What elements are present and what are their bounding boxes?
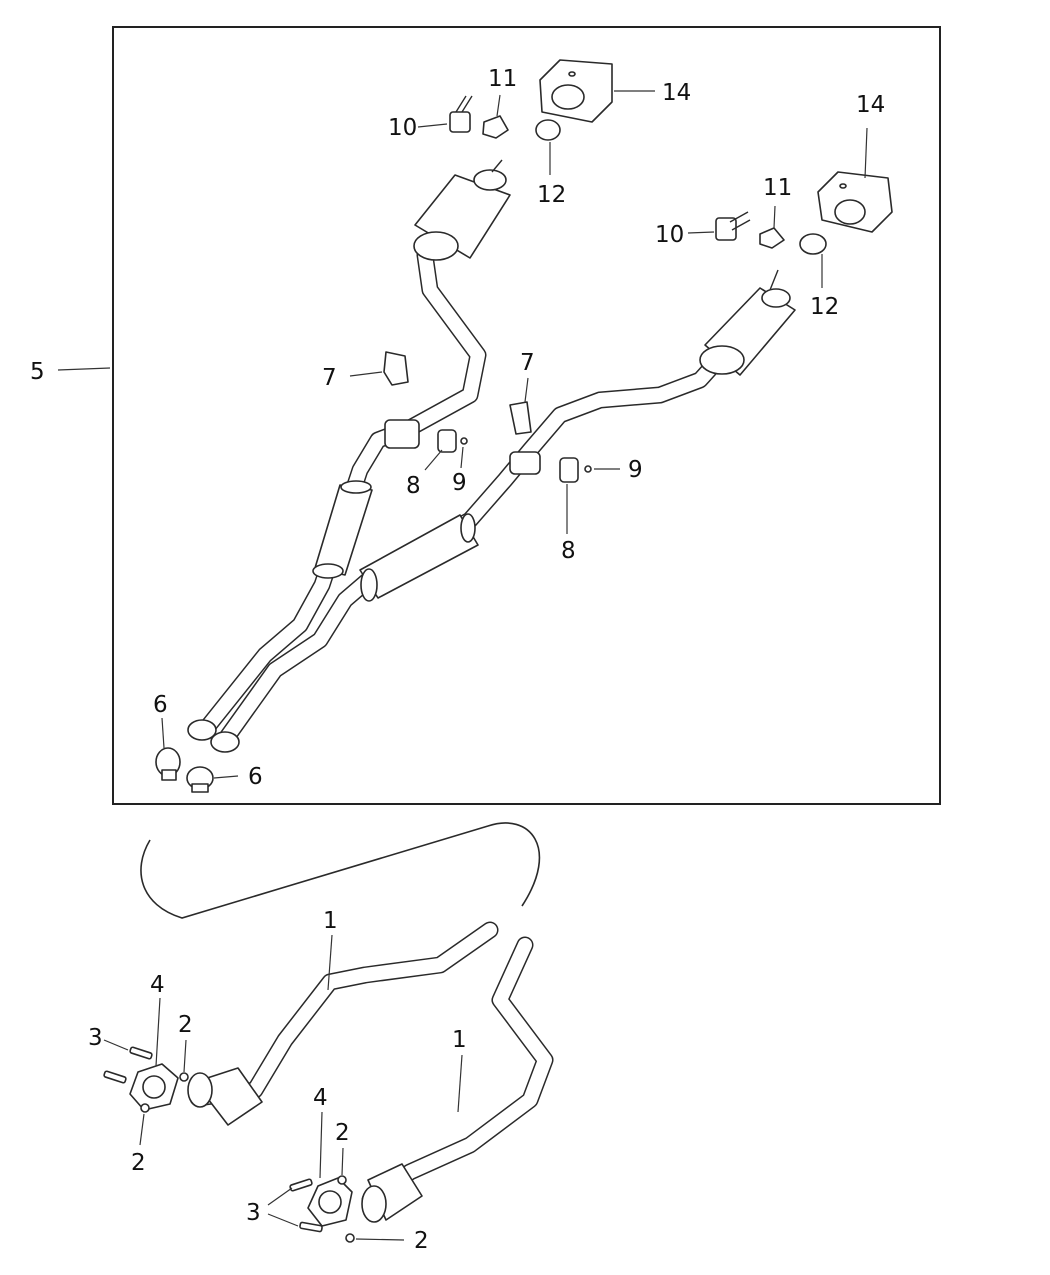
resonator-left	[312, 480, 373, 579]
callout-6-bottom: 6	[248, 764, 263, 790]
bracket-left	[383, 351, 409, 386]
callout-11-right: 11	[763, 175, 792, 201]
bracket-right	[509, 401, 532, 435]
stud-left-a	[129, 1046, 153, 1060]
exhaust-tip-left	[539, 59, 613, 123]
clamp-tip-left	[535, 119, 561, 141]
callout-1-left: 1	[323, 908, 338, 934]
nut-left	[460, 437, 468, 445]
nut-left-bottom	[140, 1103, 150, 1113]
callout-11-left: 11	[488, 66, 517, 92]
sensor-left	[437, 429, 457, 453]
assembly-leader	[57, 367, 111, 371]
callout-9-right: 9	[628, 457, 643, 483]
callout-2-left-top: 2	[178, 1012, 193, 1038]
exhaust-tip-right	[817, 171, 893, 233]
clamp-tip-right	[799, 233, 827, 255]
callout-14-right: 14	[856, 92, 885, 118]
callout-2-left-bottom: 2	[131, 1150, 146, 1176]
exhaust-pipe-right	[216, 351, 727, 749]
stud-right-b	[299, 1221, 323, 1233]
callout-3-left: 3	[88, 1025, 103, 1051]
hanger-bracket-right	[715, 211, 751, 241]
nut-right-bottom	[345, 1233, 355, 1243]
exhaust-pipe-left	[196, 246, 487, 739]
clamp-left-top	[155, 747, 181, 781]
callout-7-left: 7	[322, 365, 337, 391]
nut-left-top	[179, 1072, 189, 1082]
isolator-right	[759, 227, 785, 249]
tailpipe-end-left	[187, 719, 217, 741]
converter-pipe-left	[187, 921, 499, 1126]
callout-2-right-top: 2	[335, 1120, 350, 1146]
callout-8-left: 8	[406, 473, 421, 499]
stud-left-b	[103, 1070, 127, 1084]
callout-12-left: 12	[537, 182, 566, 208]
callout-10-right: 10	[655, 222, 684, 248]
callout-14-left: 14	[662, 80, 691, 106]
callout-3-right: 3	[246, 1200, 261, 1226]
callout-12-right: 12	[810, 294, 839, 320]
callout-4-right: 4	[313, 1085, 328, 1111]
coupling-left	[384, 419, 420, 449]
stud-right-a	[289, 1178, 313, 1192]
callout-7-right: 7	[520, 350, 535, 376]
callout-1-right: 1	[452, 1027, 467, 1053]
callout-4-left: 4	[150, 972, 165, 998]
isolator-left	[482, 115, 509, 139]
callout-5: 5	[30, 359, 45, 385]
callout-10-left: 10	[388, 115, 417, 141]
gasket-right	[307, 1177, 353, 1227]
callout-9-left: 9	[452, 470, 467, 496]
underbody-outline	[140, 822, 541, 919]
callout-6-top: 6	[153, 692, 168, 718]
assembly-frame	[112, 26, 941, 805]
resonator-right	[359, 513, 479, 602]
sensor-right	[559, 457, 579, 483]
muffler-right	[699, 269, 796, 376]
converter-pipe-right	[361, 936, 554, 1223]
callout-8-right: 8	[561, 538, 576, 564]
gasket-left	[129, 1063, 179, 1111]
tailpipe-end-right	[210, 731, 240, 753]
nut-right-top	[337, 1175, 347, 1185]
callout-2-right-bottom: 2	[414, 1228, 429, 1254]
coupling-right	[509, 451, 541, 475]
clamp-left-bottom	[186, 766, 214, 793]
hanger-bracket-left	[449, 95, 473, 133]
muffler-left	[413, 159, 511, 261]
nut-right	[584, 465, 592, 473]
